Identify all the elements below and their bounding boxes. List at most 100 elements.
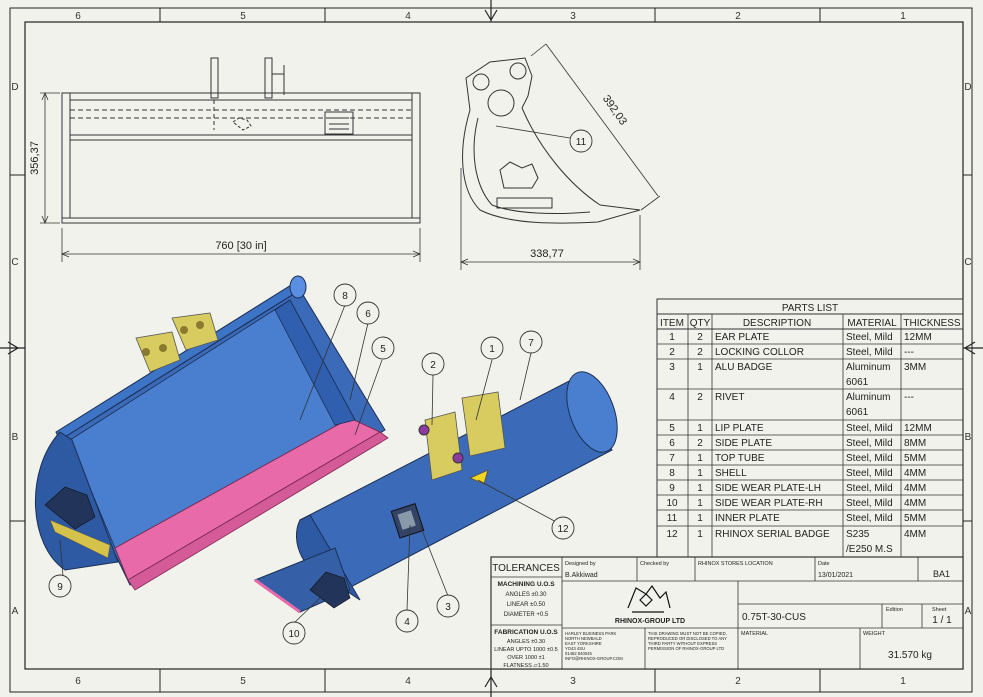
location-text: RHINOX STORES LOCATION (698, 561, 773, 567)
zone-col-3-bottom: 3 (570, 676, 576, 687)
iso-view-right (253, 371, 618, 614)
parts-list-cell-mat2: /E250 M.S (846, 544, 893, 555)
parts-list-header-qty: QTY (690, 318, 711, 329)
machining-title: MACHINING U.O.S (497, 581, 555, 588)
parts-list-cell-desc: TOP TUBE (715, 453, 765, 464)
company-logo-icon (627, 584, 671, 613)
zone-row-c-right: C (964, 257, 971, 268)
balloon-6: 6 (365, 309, 371, 320)
parts-list-cell-thk: 4MM (904, 483, 926, 494)
parts-list-cell-item: 1 (669, 332, 675, 343)
parts-list-header-thickness: THICKNESS (903, 318, 961, 329)
checked-by-label: Checked by (640, 561, 669, 567)
parts-list-cell-qty: 1 (697, 468, 703, 479)
part-number: 0.75T-30-CUS (742, 612, 806, 623)
parts-list-cell-qty: 2 (697, 332, 703, 343)
parts-list-cell-desc: SIDE WEAR PLATE-LH (715, 483, 821, 494)
parts-list-cell-desc: LOCKING COLLOR (715, 347, 804, 358)
parts-list-cell-qty: 1 (697, 362, 703, 373)
parts-list-cell-mat: Steel, Mild (846, 423, 893, 434)
parts-list-cell-thk: 4MM (904, 468, 926, 479)
fabrication-over: OVER 1000 ±1 (507, 655, 545, 661)
fabrication-angles: ANGLES ±0.30 (507, 639, 545, 645)
address-line-3: EAST YORKSHIRE (565, 641, 602, 646)
zone-row-b-left: B (12, 432, 19, 443)
designed-by-value: B.Akkiwad (565, 572, 598, 579)
zone-col-5-bottom: 5 (240, 676, 246, 687)
parts-list-cell-thk: --- (904, 392, 914, 403)
zone-col-1-top: 1 (900, 11, 906, 22)
address-line-2: NORTH NEWBALD (565, 636, 602, 641)
zone-col-5-top: 5 (240, 11, 246, 22)
parts-list-header-item: ITEM (660, 318, 684, 329)
parts-list-cell-item: 11 (667, 513, 678, 524)
side-view (459, 43, 661, 270)
parts-list-cell-thk: 3MM (904, 362, 926, 373)
zone-row-a-right: A (965, 606, 972, 617)
balloon-9: 9 (57, 582, 63, 593)
parts-list-cell-qty: 2 (697, 438, 703, 449)
balloon-11: 11 (576, 137, 587, 148)
parts-list-cell-thk: 8MM (904, 438, 926, 449)
zone-row-b-right: B (965, 432, 972, 443)
fabrication-flatness: FLATNESS ⏥1.50 (503, 663, 548, 669)
zone-col-6-top: 6 (75, 11, 81, 22)
parts-list-cell-desc: RIVET (715, 392, 744, 403)
parts-list-cell-thk: 12MM (904, 332, 932, 343)
parts-list-cell-mat: S235 (846, 529, 870, 540)
parts-list-cell-qty: 1 (697, 498, 703, 509)
parts-list: PARTS LIST ITEM QTY DESCRIPTION MATERIAL… (656, 298, 964, 558)
machining-diameter: DIAMETER +0.5 (504, 612, 549, 618)
parts-list-cell-mat: Steel, Mild (846, 513, 893, 524)
balloon-3: 3 (445, 602, 451, 613)
date-value: 13/01/2021 (818, 572, 853, 579)
parts-list-cell-qty: 2 (697, 347, 703, 358)
fabrication-linear: LINEAR UPTO 1000 ±0.5 (494, 647, 558, 653)
dim-height: 356,37 (29, 141, 41, 175)
parts-list-cell-item: 9 (669, 483, 675, 494)
tolerances-heading: TOLERANCES (492, 563, 560, 574)
zone-row-c-left: C (11, 257, 18, 268)
parts-list-cell-qty: 1 (697, 423, 703, 434)
parts-list-cell-mat: Steel, Mild (846, 347, 893, 358)
parts-list-cell-desc: EAR PLATE (715, 332, 770, 343)
parts-list-cell-qty: 1 (697, 453, 703, 464)
parts-list-cell-thk: 4MM (904, 529, 926, 540)
parts-list-cell-item: 6 (669, 438, 675, 449)
parts-list-cell-desc: SIDE PLATE (715, 438, 772, 449)
parts-list-title: PARTS LIST (782, 303, 838, 314)
company-name: RHINOX-GROUP LTD (615, 618, 685, 625)
parts-list-cell-item: 4 (669, 392, 675, 403)
zone-col-1-bottom: 1 (900, 676, 906, 687)
weight-label: WEIGHT (863, 631, 886, 637)
parts-list-cell-item: 3 (669, 362, 675, 373)
balloon-4: 4 (404, 617, 410, 628)
parts-list-cell-mat: Steel, Mild (846, 453, 893, 464)
parts-list-cell-qty: 1 (697, 513, 703, 524)
parts-list-cell-mat: Steel, Mild (846, 483, 893, 494)
balloon-7: 7 (528, 338, 534, 349)
notice-line-3: THIRD PARTY WITHOUT EXPRESS (648, 641, 717, 646)
parts-list-cell-mat: Steel, Mild (846, 332, 893, 343)
parts-list-header-description: DESCRIPTION (743, 318, 811, 329)
parts-list-cell-item: 7 (669, 453, 675, 464)
zone-col-4-bottom: 4 (405, 676, 411, 687)
parts-list-cell-thk: --- (904, 347, 914, 358)
zone-col-2-top: 2 (735, 11, 741, 22)
zone-col-2-bottom: 2 (735, 676, 741, 687)
parts-list-cell-thk: 12MM (904, 423, 932, 434)
sheet-label: Sheet (932, 607, 947, 613)
parts-list-cell-qty: 2 (697, 392, 703, 403)
sheet-size: BA1 (933, 569, 950, 579)
parts-list-cell-desc: LIP PLATE (715, 423, 764, 434)
zone-col-3-top: 3 (570, 11, 576, 22)
parts-list-cell-item: 8 (669, 468, 675, 479)
parts-list-cell-qty: 1 (697, 483, 703, 494)
parts-list-cell-mat2: 6061 (846, 377, 869, 388)
parts-list-cell-desc: INNER PLATE (715, 513, 780, 524)
parts-list-cell-thk: 5MM (904, 513, 926, 524)
parts-list-cell-mat2: 6061 (846, 407, 869, 418)
zone-row-d-right: D (964, 82, 971, 93)
parts-list-cell-mat: Aluminum (846, 392, 890, 403)
